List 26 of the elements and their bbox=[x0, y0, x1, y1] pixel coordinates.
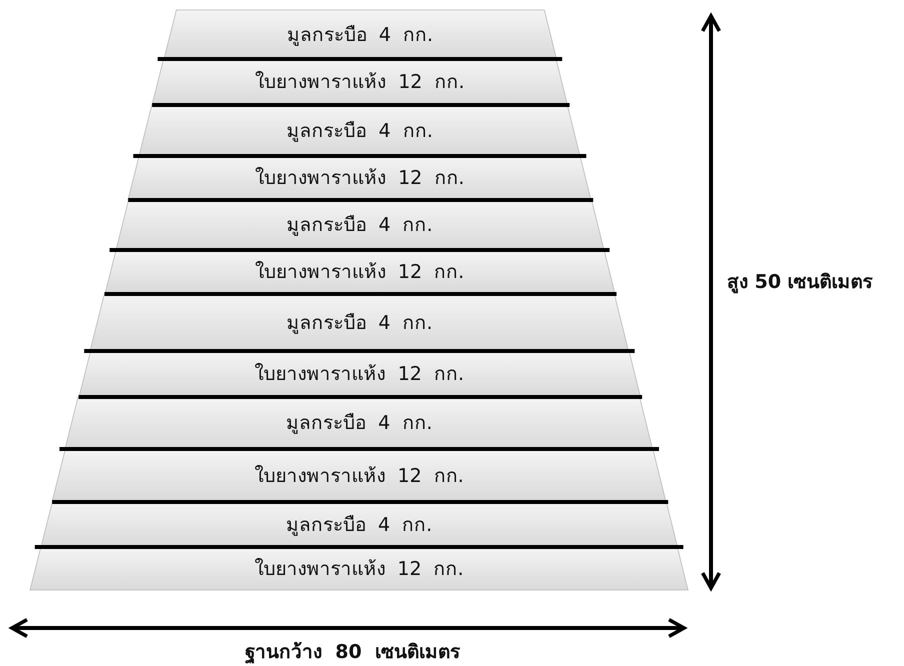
layer-label: มูลกระบือ 4 กก. bbox=[284, 514, 434, 536]
layer-band bbox=[139, 105, 580, 156]
layer-label: ใบยางพาราแห้ง 12 กก. bbox=[253, 464, 465, 486]
layer-band bbox=[78, 351, 640, 397]
layer-band bbox=[164, 10, 556, 59]
layer-band bbox=[40, 502, 678, 547]
layer-label: มูลกระบือ 4 กก. bbox=[286, 24, 434, 46]
layer-label: ใบยางพาราแห้ง 12 กก. bbox=[254, 167, 466, 189]
layer-label: มูลกระบือ 4 กก. bbox=[285, 412, 434, 434]
layer-band bbox=[52, 449, 666, 502]
layer-label: ใบยางพาราแห้ง 12 กก. bbox=[253, 558, 465, 580]
layer-label: มูลกระบือ 4 กก. bbox=[285, 214, 434, 236]
layer-band bbox=[152, 59, 568, 105]
layer-band bbox=[104, 250, 614, 294]
layer-band bbox=[65, 397, 653, 449]
layer-label: ใบยางพาราแห้ง 12 กก. bbox=[254, 261, 466, 283]
layer-label: มูลกระบือ 4 กก. bbox=[285, 312, 434, 334]
layer-label: ใบยางพาราแห้ง 12 กก. bbox=[254, 71, 466, 93]
layer-band bbox=[116, 200, 604, 250]
layer-label: มูลกระบือ 4 กก. bbox=[286, 120, 434, 142]
layer-label: ใบยางพาราแห้ง 12 กก. bbox=[254, 363, 466, 385]
dimension-label: ฐานกว้าง 80 เซนติเมตร bbox=[245, 640, 460, 666]
dimension-label: สูง 50 เซนติเมตร bbox=[727, 270, 873, 296]
layer-band bbox=[30, 547, 688, 590]
layer-band bbox=[128, 156, 592, 200]
layer-band bbox=[90, 294, 629, 351]
